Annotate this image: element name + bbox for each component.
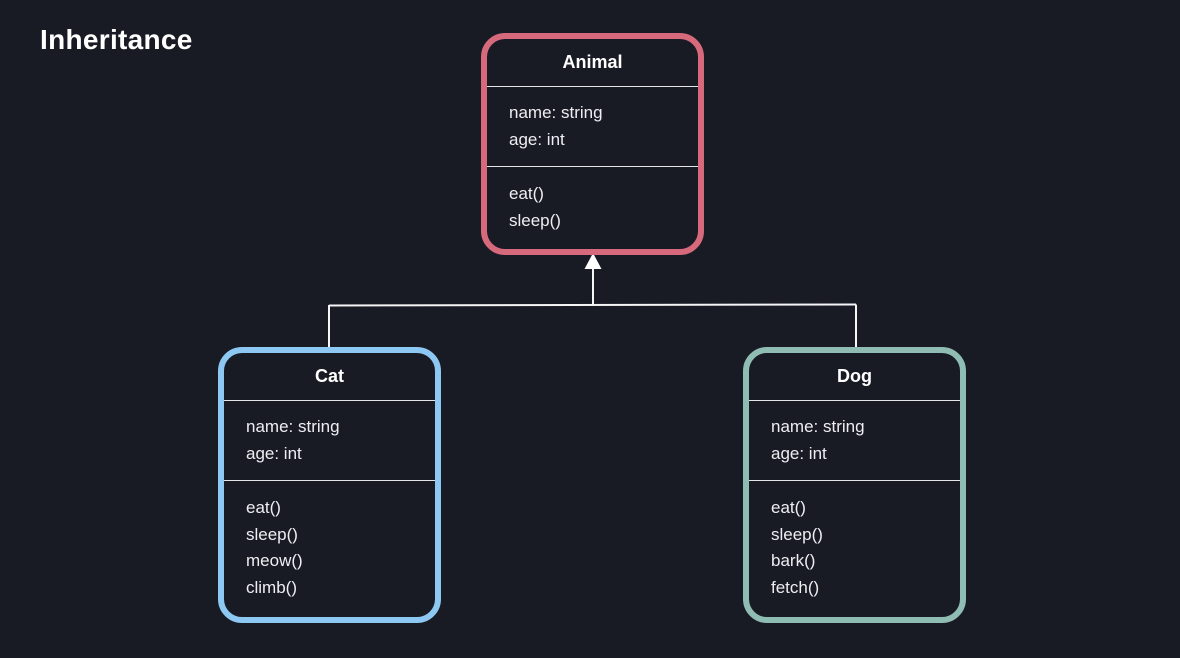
method-line: meow() [246, 551, 303, 570]
class-methods-cat: eat() sleep() meow() climb() [224, 481, 435, 601]
method-line: fetch() [771, 577, 820, 597]
attribute-line: age: int [246, 443, 302, 463]
class-box-dog[interactable]: Dog name: string age: int eat() sleep() … [743, 347, 966, 623]
method-line: sleep() [509, 210, 561, 230]
class-name-animal: Animal [487, 39, 698, 87]
method-line: sleep() [246, 524, 298, 544]
attribute-line: age: int [509, 129, 565, 149]
method-line: bark() [771, 551, 816, 570]
class-methods-dog: eat() sleep() bark() fetch() [749, 481, 960, 601]
class-attributes-dog: name: string age: int [749, 401, 960, 481]
method-line: climb() [246, 577, 297, 597]
class-box-cat[interactable]: Cat name: string age: int eat() sleep() … [218, 347, 441, 623]
method-line: eat() [246, 498, 281, 517]
attribute-line: name: string [771, 417, 865, 436]
attribute-line: name: string [509, 103, 603, 122]
class-attributes-cat: name: string age: int [224, 401, 435, 481]
attribute-line: age: int [771, 443, 827, 463]
class-box-animal[interactable]: Animal name: string age: int eat() sleep… [481, 33, 704, 255]
inheritance-arrowhead [584, 253, 602, 269]
method-line: eat() [509, 184, 544, 203]
class-name-cat: Cat [224, 353, 435, 401]
method-line: eat() [771, 498, 806, 517]
class-attributes-animal: name: string age: int [487, 87, 698, 167]
class-name-dog: Dog [749, 353, 960, 401]
page-title: Inheritance [40, 24, 193, 55]
attribute-line: name: string [246, 417, 340, 436]
connector-branch-bar [328, 303, 857, 307]
class-methods-animal: eat() sleep() [487, 167, 698, 234]
method-line: sleep() [771, 524, 823, 544]
